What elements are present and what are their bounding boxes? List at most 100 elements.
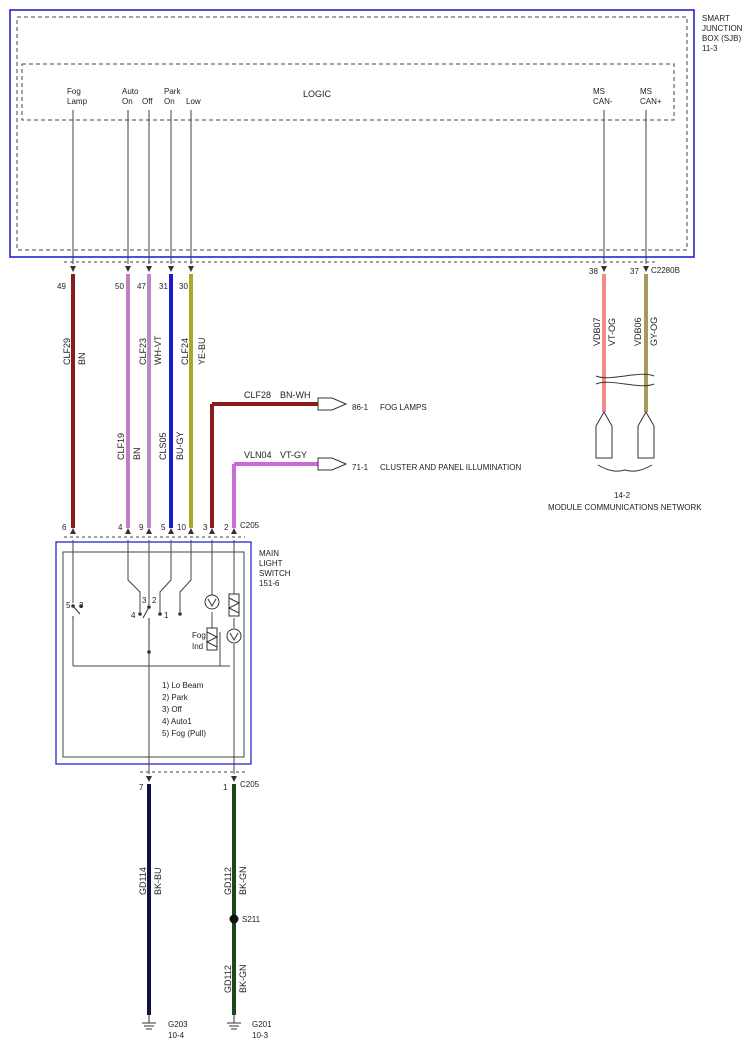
- pin-number: 5: [161, 523, 166, 532]
- legend-item: 3) Off: [162, 705, 183, 714]
- legend-item: 2) Park: [162, 693, 189, 702]
- fog-ind-label: Ind: [192, 642, 203, 651]
- wire-color-label: BU-GY: [175, 431, 185, 460]
- can-connector-minus: [595, 410, 613, 459]
- ground-icon: [227, 1015, 241, 1030]
- internal-pin: 3: [79, 601, 84, 610]
- pin-number: 38: [589, 267, 598, 276]
- wire-circuit-label: VLN04: [244, 450, 272, 460]
- sjb-frame: [9, 9, 695, 258]
- pin-number: 3: [203, 523, 208, 532]
- wire-color-label: BN: [132, 447, 142, 460]
- input-label-can-plus: MS: [640, 87, 652, 96]
- sjb-internal-leads: [72, 110, 647, 264]
- legend-item: 1) Lo Beam: [162, 681, 204, 690]
- fog-ind-label: Fog: [192, 631, 206, 640]
- network-ref: 14-2: [614, 491, 631, 500]
- switch-inner: [62, 551, 245, 758]
- wire-circuit-label: GD112: [223, 867, 233, 895]
- connector-c2280b-label: C2280B: [651, 266, 680, 275]
- wire-color-label: BN-WH: [280, 390, 311, 400]
- wire-color-label: YE-BU: [197, 337, 207, 365]
- resistor-icon: [205, 627, 219, 651]
- internal-pin: 5: [66, 601, 71, 610]
- input-label-fog: Fog: [67, 87, 81, 96]
- wire-color-label: BK-GN: [238, 866, 248, 895]
- wire-circuit-label: CLF19: [116, 433, 126, 460]
- can-connectors: [595, 410, 655, 472]
- wire-labels: CLF29 BN CLF23 WH-VT CLF24 YE-BU CLF19 B…: [62, 317, 659, 460]
- wire-circuit-label: CLF24: [180, 338, 190, 365]
- destination-name: CLUSTER AND PANEL ILLUMINATION: [380, 463, 521, 472]
- bulb-icon: [226, 628, 242, 644]
- wires-upper: [71, 274, 648, 528]
- destination-name: FOG LAMPS: [380, 403, 427, 412]
- input-label-park: Park: [164, 87, 181, 96]
- wire-color-label: GY-OG: [649, 317, 659, 346]
- sjb-logic-box: [21, 63, 675, 121]
- pin-number: 47: [137, 282, 146, 291]
- pin-number: 6: [62, 523, 67, 532]
- connector-c205-label: C205: [240, 521, 260, 530]
- destination-ref: 86-1: [352, 403, 369, 412]
- sjb-logic-label: LOGIC: [303, 89, 332, 99]
- pin-number: 9: [139, 523, 144, 532]
- wires-lower: [147, 784, 236, 1015]
- input-label-low: Low: [186, 97, 201, 106]
- network-name: MODULE COMMUNICATIONS NETWORK: [548, 503, 702, 512]
- pin-number: 2: [224, 523, 229, 532]
- sjb-input-labels: Fog Lamp Auto On Off Park On Low MS CAN-…: [67, 87, 662, 106]
- internal-pin: 1: [164, 611, 169, 620]
- splice-s211: [229, 914, 239, 924]
- fog-lamps-connector: [317, 397, 348, 411]
- lower-wire-labels: GD114 BK-BU GD112 BK-GN GD112 BK-GN: [138, 866, 248, 993]
- top-pin-numbers: 49 50 47 31 30 38 37: [57, 267, 639, 291]
- switch-internal-pins: 5 3 4 3 2 1: [66, 596, 169, 620]
- wire-circuit-label: CLF29: [62, 338, 72, 365]
- bulb-icon: [204, 594, 220, 610]
- wire-color-label: BK-GN: [238, 964, 248, 993]
- wire-color-label: VT-GY: [280, 450, 307, 460]
- input-label-park: On: [164, 97, 175, 106]
- pin-number: 10: [177, 523, 186, 532]
- connector-c205-bottom-label: C205: [240, 780, 260, 789]
- wire-color-label: BN: [77, 352, 87, 365]
- internal-pin: 2: [152, 596, 157, 605]
- sjb-inner-dashed: [16, 16, 688, 251]
- input-label-auto: On: [122, 97, 133, 106]
- switch-title-line: 151-6: [259, 579, 280, 588]
- pin-arrows-switch: [70, 528, 237, 534]
- network-brace: [597, 464, 653, 472]
- switch-title-line: SWITCH: [259, 569, 291, 578]
- pin-number: 37: [630, 267, 639, 276]
- switch-title: MAIN LIGHT SWITCH 151-6: [259, 549, 291, 588]
- pin-arrows-bottom: [146, 776, 237, 782]
- wire-circuit-label: CLF28: [244, 390, 271, 400]
- switch-internal-leads: [72, 540, 235, 667]
- sjb-title: SMART JUNCTION BOX (SJB) 11-3: [702, 14, 743, 53]
- pin-number: 49: [57, 282, 66, 291]
- switch-title-line: LIGHT: [259, 559, 283, 568]
- pin-number: 31: [159, 282, 168, 291]
- destination-connectors: [317, 397, 348, 471]
- cluster-connector: [317, 457, 348, 471]
- ground-page: 10-3: [252, 1031, 269, 1040]
- wire-circuit-label: VDB07: [592, 317, 602, 346]
- twisted-pair-marker: [595, 373, 655, 387]
- resistor-icon: [227, 593, 241, 617]
- wire-circuit-label: GD114: [138, 867, 148, 895]
- ground-page: 10-4: [168, 1031, 185, 1040]
- splice-label: S211: [242, 915, 261, 924]
- ground-icon: [142, 1015, 156, 1030]
- pin-number: 4: [118, 523, 123, 532]
- pin-number: 50: [115, 282, 124, 291]
- destination-ref: 71-1: [352, 463, 369, 472]
- input-label-can-plus: CAN+: [640, 97, 662, 106]
- switch-blades: [72, 605, 150, 650]
- sjb-module: LOGIC SMART JUNCTION BOX (SJB) 11-3 Fog …: [9, 9, 743, 264]
- input-label-fog: Lamp: [67, 97, 88, 106]
- input-label-auto: Auto: [122, 87, 139, 96]
- switch-title-line: MAIN: [259, 549, 279, 558]
- ground-id: G201: [252, 1020, 272, 1029]
